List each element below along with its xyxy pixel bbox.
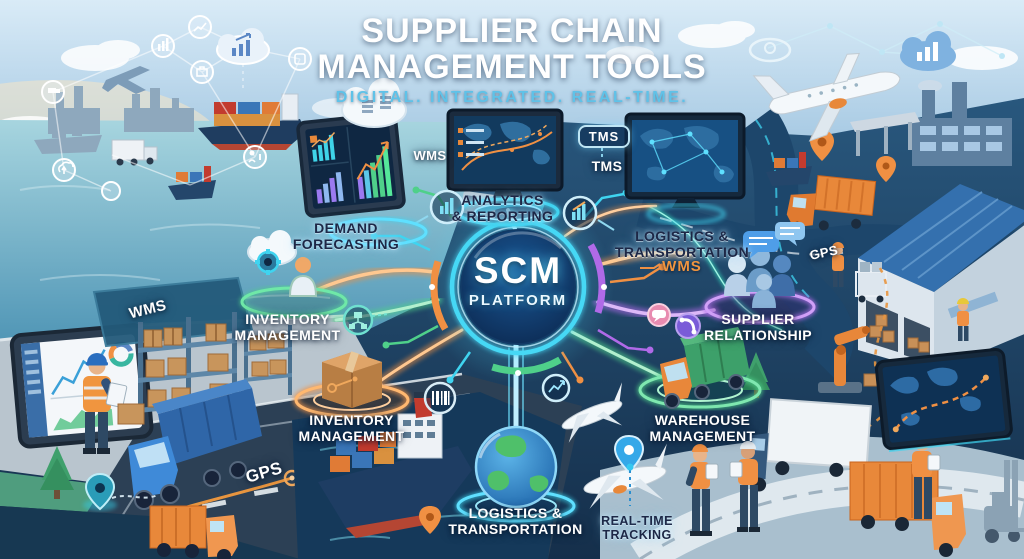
- robotic-arm: [818, 326, 879, 393]
- chart-card-icon: [288, 47, 312, 71]
- worker-cart: [855, 262, 887, 303]
- white-truck-top: [111, 139, 158, 166]
- tms-monitor: [601, 112, 746, 225]
- person-chart-icon: [243, 145, 267, 169]
- cloud-bars-icon: [900, 31, 956, 71]
- finance-cloud: [341, 78, 407, 128]
- warehouse-truck-node: [637, 327, 763, 410]
- blue-semi-truck: [128, 379, 262, 510]
- location-pin-orange-ship: [419, 506, 441, 534]
- forklift: [984, 460, 1024, 543]
- mini-ship-right: [766, 152, 812, 186]
- dot-chain-icon: [327, 376, 358, 393]
- network-topright: [748, 21, 1005, 71]
- analytics-monitor: [446, 108, 564, 227]
- barcode-icon: [423, 381, 457, 415]
- green-truck: [660, 327, 750, 409]
- loose-box: [117, 403, 145, 425]
- tree-left: [40, 446, 74, 499]
- orange-truck-right: [786, 174, 877, 232]
- factory-right: [912, 80, 1012, 166]
- scm-hub: [422, 191, 614, 383]
- network-topleft: [41, 15, 312, 201]
- airplane-bottom-large: [583, 443, 667, 509]
- inventory-box-node: [293, 351, 411, 419]
- map-monitor-bottom-right: [874, 347, 1013, 453]
- forecast-person-node: [239, 230, 349, 319]
- container-ship-top: [198, 93, 306, 150]
- speech-bubble-1: [743, 231, 779, 259]
- port-silhouette: [124, 88, 194, 132]
- demand-dashboard: [296, 111, 406, 218]
- worker-clipboard-right: [729, 441, 760, 532]
- title-line-1: SUPPLIER CHAIN: [361, 12, 663, 50]
- canopy-structure: [850, 112, 920, 156]
- location-pin-orange-2: [876, 156, 896, 182]
- cloud-chart-icon: [216, 28, 270, 65]
- phone-icon: [675, 313, 701, 339]
- briefcase-icon: [190, 60, 214, 84]
- worker-clipboard-left: [685, 444, 719, 536]
- orange-box-truck-right: [849, 461, 966, 557]
- poster-title: SUPPLIER CHAIN MANAGEMENT TOOLS DIGITAL.…: [252, 12, 772, 107]
- chart-bubble-left: [413, 189, 465, 225]
- wms-circuit: [640, 263, 661, 269]
- worker-pair: [685, 441, 760, 536]
- orange-box-truck-left: [149, 505, 238, 559]
- chart-bubble-bottom: [541, 373, 571, 403]
- speech-bubble-2: [775, 222, 805, 246]
- small-cargo-ship: [168, 166, 216, 200]
- tracking-connector: [626, 463, 634, 506]
- shelf-unit-2: [244, 325, 292, 400]
- cloud-gear-icon: [748, 37, 792, 63]
- airplane-silhouette: [102, 66, 150, 94]
- chat-icon: [647, 303, 671, 327]
- dashboard-monitor-left: [9, 323, 154, 449]
- airplane-bottom-small: [561, 382, 623, 443]
- chart-bubble-right: [562, 195, 615, 231]
- cardboard-box: [322, 351, 382, 408]
- airplane-right: [752, 52, 901, 142]
- globe-node: [455, 425, 577, 524]
- warehouse: [858, 184, 1024, 372]
- title-subtitle: DIGITAL. INTEGRATED. REAL-TIME.: [335, 89, 689, 107]
- worker-small-1: [832, 242, 844, 287]
- location-pin-teal: [83, 472, 159, 511]
- demand-ring: [328, 217, 428, 247]
- title-line-2: MANAGEMENT TOOLS: [317, 47, 707, 86]
- box-icon: [101, 181, 121, 201]
- network-tree-icon: [342, 304, 389, 336]
- supplier-node: [703, 222, 817, 325]
- worker-tablet: [83, 353, 128, 454]
- gear-icon: [255, 249, 281, 275]
- hub-circuits: [370, 186, 666, 384]
- worker-small-2: [957, 298, 969, 341]
- trend-up-icon: [188, 15, 212, 39]
